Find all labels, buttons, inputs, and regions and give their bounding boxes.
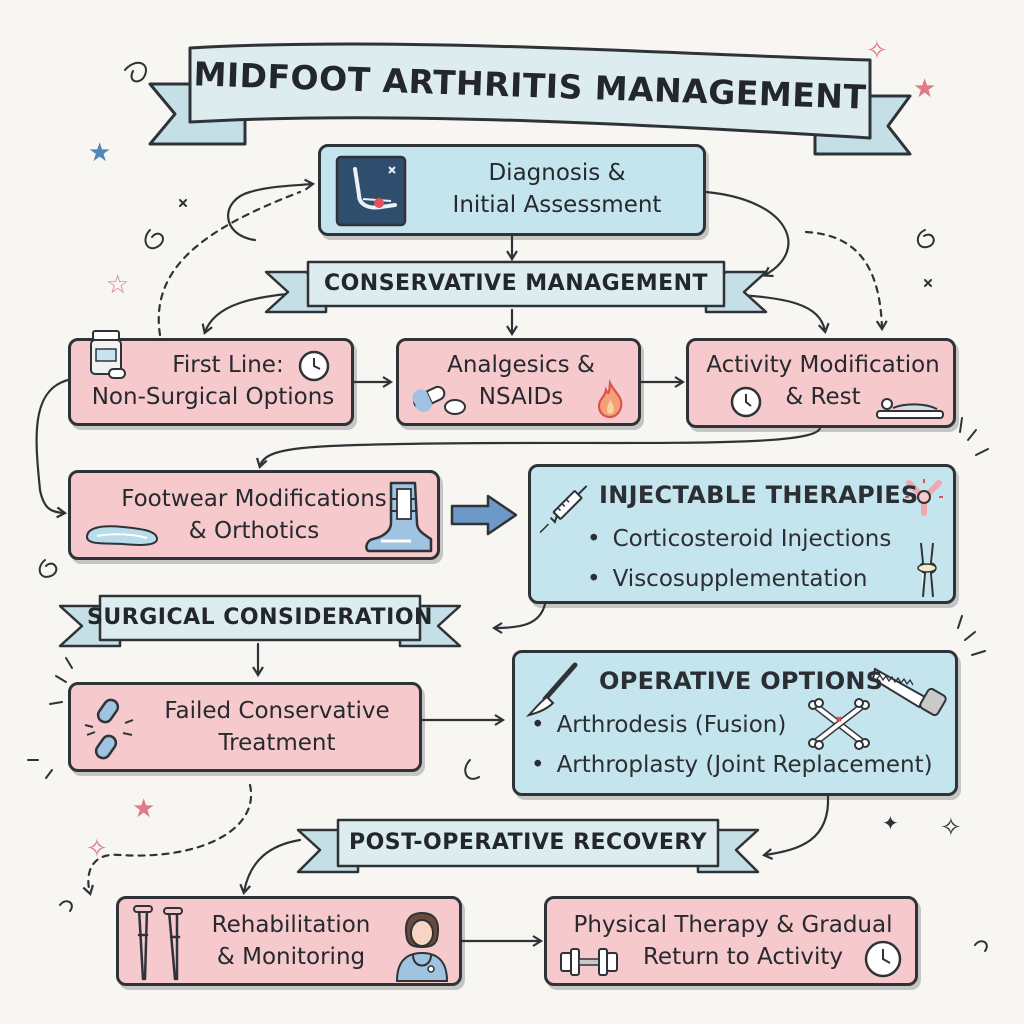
- node-analgesics-text: Analgesics & NSAIDs: [411, 349, 631, 413]
- arrow-activity-to-footwear: [256, 426, 822, 469]
- star-decoration: ★: [88, 138, 112, 168]
- node-failed-text: Failed Conservative Treatment: [137, 695, 417, 759]
- node-physical-therapy[interactable]: Physical Therapy & Gradual Return to Act…: [544, 896, 918, 986]
- footwear-line1: Footwear Modifications: [121, 486, 387, 512]
- operative-list: Arthrodesis (Fusion) Arthroplasty (Joint…: [531, 705, 933, 785]
- arrow-firstline-to-footwear: [35, 378, 70, 519]
- broken-chain-icon: [81, 695, 137, 763]
- rehab-line1: Rehabilitation: [211, 912, 371, 938]
- diagnosis-line2: Initial Assessment: [452, 192, 662, 218]
- analgesics-line1: Analgesics &: [447, 352, 595, 378]
- section-conservative-title: CONSERVATIVE MANAGEMENT: [323, 270, 709, 296]
- star-decoration: ✧: [86, 834, 108, 864]
- section-conservative-banner: CONSERVATIVE MANAGEMENT: [264, 258, 768, 316]
- xray-foot-icon: [335, 155, 407, 227]
- clock-icon: [863, 939, 903, 979]
- section-postop-title: POST-OPERATIVE RECOVERY: [348, 829, 708, 855]
- node-footwear[interactable]: Footwear Modifications & Orthotics: [68, 470, 440, 560]
- node-rehab[interactable]: Rehabilitation & Monitoring: [116, 896, 462, 986]
- pt-line2: Return to Activity: [642, 944, 844, 970]
- node-footwear-text: Footwear Modifications & Orthotics: [99, 483, 409, 547]
- footwear-line2: & Orthotics: [188, 518, 320, 544]
- node-activity-text: Activity Modification & Rest: [693, 349, 953, 413]
- node-first-line[interactable]: First Line: Non-Surgical Options: [68, 330, 354, 426]
- dumbbell-icon: [559, 945, 619, 979]
- activity-line2: & Rest: [785, 384, 861, 410]
- list-item: Arthrodesis (Fusion): [531, 705, 933, 745]
- rehab-line2: & Monitoring: [216, 944, 366, 970]
- list-item: Corticosteroid Injections: [587, 519, 892, 559]
- node-diagnosis-text: Diagnosis & Initial Assessment: [417, 157, 697, 221]
- page-title: MIDFOOT ARTHRITIS MANAGEMENT: [192, 53, 868, 117]
- activity-line1: Activity Modification: [706, 352, 940, 378]
- arrow-injectable-to-surgical: [491, 602, 547, 634]
- arrow-dashed-postop: [82, 783, 253, 896]
- capsule-pills-icon: [411, 383, 467, 417]
- crutches-icon: [129, 905, 193, 983]
- flame-icon: [595, 378, 625, 419]
- injectable-title: INJECTABLE THERAPIES: [599, 481, 919, 509]
- star-decoration: ✦: [882, 811, 899, 835]
- pill-bottle-icon: [87, 329, 127, 383]
- list-item: Arthroplasty (Joint Replacement): [531, 745, 933, 785]
- analgesics-line2: NSAIDs: [478, 384, 564, 410]
- resting-person-icon: [875, 391, 945, 421]
- star-decoration: ✧: [866, 36, 888, 66]
- failed-line1: Failed Conservative: [164, 698, 390, 724]
- diagnosis-line1: Diagnosis &: [488, 160, 626, 186]
- section-surgical-banner: SURGICAL CONSIDERATION: [58, 592, 462, 650]
- node-failed-conservative[interactable]: Failed Conservative Treatment: [68, 682, 422, 772]
- node-operative[interactable]: OPERATIVE OPTIONS Arthrodesis (Fusion) A…: [512, 650, 958, 796]
- star-decoration: ✧: [940, 813, 962, 843]
- arrow-operative-to-postop: [761, 794, 830, 860]
- injectable-list: Corticosteroid Injections Viscosupplemen…: [587, 519, 892, 599]
- node-diagnosis[interactable]: Diagnosis & Initial Assessment: [318, 144, 706, 236]
- title-banner: MIDFOOT ARTHRITIS MANAGEMENT: [148, 26, 912, 156]
- nurse-icon: [391, 909, 453, 983]
- insole-icon: [83, 519, 161, 549]
- first-line-line2: Non-Surgical Options: [91, 384, 335, 410]
- star-decoration: ★: [913, 74, 937, 104]
- clock-icon: [729, 385, 763, 419]
- failed-line2: Treatment: [218, 730, 336, 756]
- block-arrow: [450, 494, 518, 536]
- first-line-line1: First Line:: [172, 352, 284, 378]
- node-first-line-text: First Line: Non-Surgical Options: [75, 349, 351, 413]
- arrow-postop-to-rehab: [239, 838, 302, 896]
- clock-icon: [297, 349, 331, 383]
- node-pt-text: Physical Therapy & Gradual Return to Act…: [555, 909, 911, 973]
- operative-title: OPERATIVE OPTIONS: [599, 667, 884, 695]
- joint-icon: [903, 477, 945, 517]
- knee-joint-icon: [909, 541, 945, 599]
- list-item: Viscosupplementation: [587, 559, 891, 599]
- node-analgesics[interactable]: Analgesics & NSAIDs: [396, 338, 641, 426]
- section-postop-banner: POST-OPERATIVE RECOVERY: [296, 816, 760, 876]
- ankle-brace-icon: [361, 479, 437, 557]
- section-surgical-title: SURGICAL CONSIDERATION: [87, 604, 433, 630]
- syringe-icon: [539, 475, 599, 534]
- node-activity[interactable]: Activity Modification & Rest: [686, 338, 956, 428]
- arrow-dashed-right: [804, 230, 888, 332]
- node-rehab-text: Rehabilitation & Monitoring: [191, 909, 391, 973]
- pt-line1: Physical Therapy & Gradual: [573, 912, 893, 938]
- arrow-loop-left: [227, 178, 316, 242]
- star-decoration: ★: [132, 794, 156, 824]
- star-decoration: ☆: [106, 270, 130, 300]
- node-injectable[interactable]: INJECTABLE THERAPIES Corticosteroid Inje…: [528, 464, 956, 604]
